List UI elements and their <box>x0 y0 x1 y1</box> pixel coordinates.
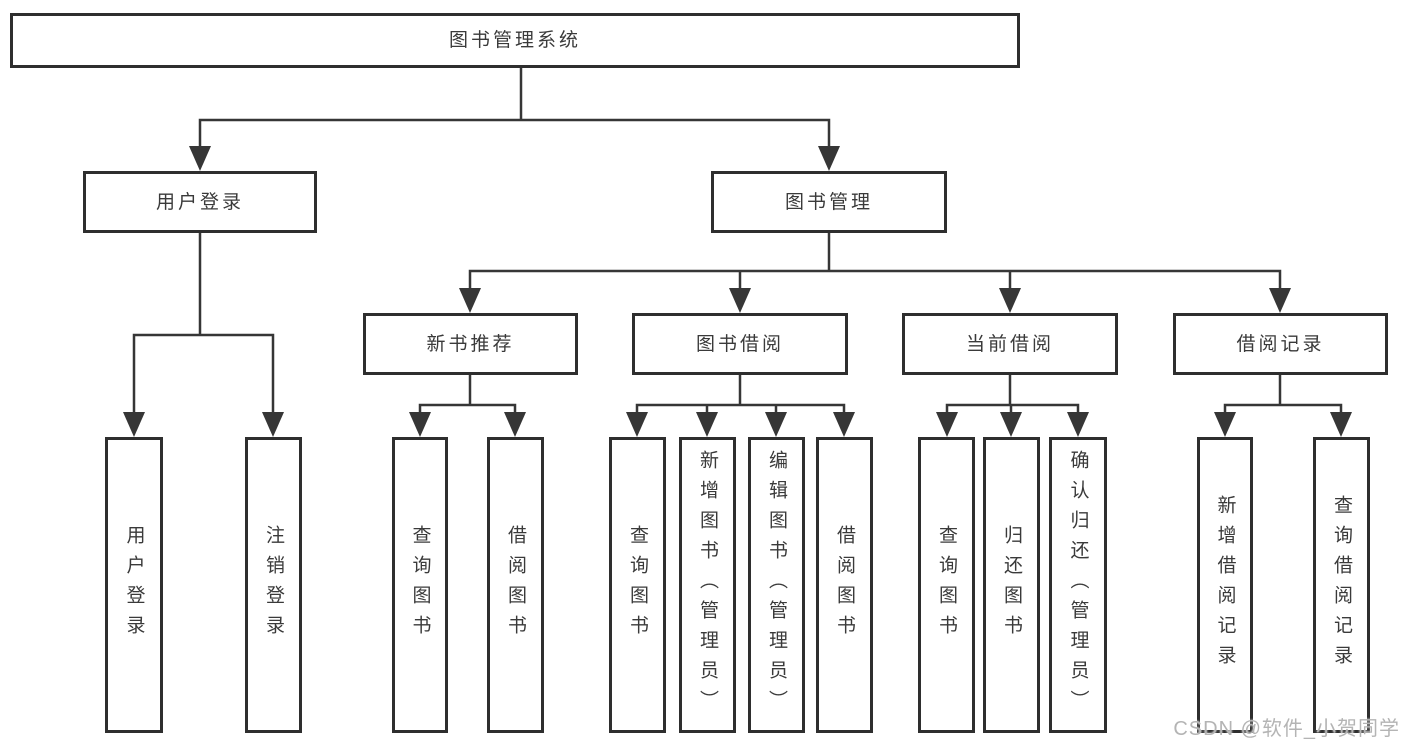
arrowheads <box>123 146 1352 437</box>
node-borrow-records-label: 借阅记录 <box>1236 333 1325 355</box>
csdn-watermark: CSDN @软件_小贺同学 <box>1173 718 1400 740</box>
node-new-book-recommend: 新书推荐 <box>363 313 578 375</box>
leaf-add-books-admin: 新增图书（管理员） <box>679 437 736 733</box>
node-user-login: 用户登录 <box>83 171 317 233</box>
node-current-borrow-label: 当前借阅 <box>965 333 1054 355</box>
leaf-borrow-query-books: 查询图书 <box>609 437 666 733</box>
leaf-query-borrow-record-label: 查询借阅记录 <box>1331 495 1352 675</box>
leaf-query-borrow-record: 查询借阅记录 <box>1313 437 1370 733</box>
leaf-recommend-query-books: 查询图书 <box>392 437 448 733</box>
leaf-edit-books-admin: 编辑图书（管理员） <box>748 437 805 733</box>
node-book-management-label: 图书管理 <box>784 191 873 213</box>
leaf-recommend-query-books-label: 查询图书 <box>409 525 431 645</box>
leaf-confirm-return-admin: 确认归还（管理员） <box>1049 437 1107 733</box>
leaf-recommend-borrow-books: 借阅图书 <box>487 437 544 733</box>
leaf-logout: 注销登录 <box>245 437 302 733</box>
leaf-borrow-query-books-label: 查询图书 <box>627 525 648 645</box>
leaf-user-login: 用户登录 <box>105 437 163 733</box>
leaf-recommend-borrow-books-label: 借阅图书 <box>505 525 526 645</box>
node-new-book-recommend-label: 新书推荐 <box>426 333 515 355</box>
node-borrow-records: 借阅记录 <box>1173 313 1388 375</box>
leaf-return-books: 归还图书 <box>983 437 1040 733</box>
leaf-user-login-label: 用户登录 <box>123 525 145 645</box>
node-root: 图书管理系统 <box>10 13 1020 68</box>
node-book-management: 图书管理 <box>711 171 947 233</box>
leaf-add-books-admin-label: 新增图书（管理员） <box>697 450 718 720</box>
leaf-confirm-return-admin-label: 确认归还（管理员） <box>1067 450 1089 720</box>
leaf-edit-books-admin-label: 编辑图书（管理员） <box>766 450 787 720</box>
leaf-add-borrow-record: 新增借阅记录 <box>1197 437 1253 733</box>
leaf-borrow-books-label: 借阅图书 <box>834 525 855 645</box>
node-book-borrow-label: 图书借阅 <box>695 333 784 355</box>
leaf-return-books-label: 归还图书 <box>1001 525 1022 645</box>
leaf-borrow-books: 借阅图书 <box>816 437 873 733</box>
node-root-label: 图书管理系统 <box>448 30 581 51</box>
node-book-borrow: 图书借阅 <box>632 313 848 375</box>
leaf-current-query-books: 查询图书 <box>918 437 975 733</box>
node-user-login-label: 用户登录 <box>155 191 244 213</box>
leaf-add-borrow-record-label: 新增借阅记录 <box>1214 495 1236 675</box>
node-current-borrow: 当前借阅 <box>902 313 1118 375</box>
leaf-current-query-books-label: 查询图书 <box>936 525 957 645</box>
leaf-logout-label: 注销登录 <box>263 525 284 645</box>
